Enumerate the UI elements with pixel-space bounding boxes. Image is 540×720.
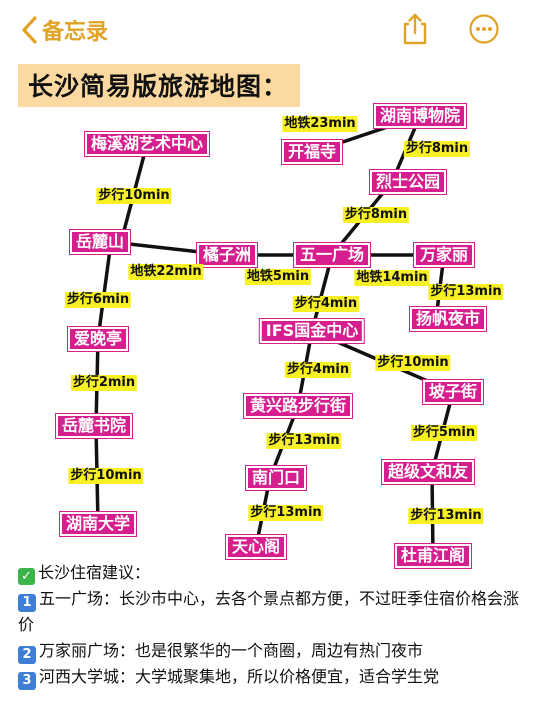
notes-heading-row: ✓长沙住宿建议： [18,560,530,586]
route-time-label: 步行4min [292,296,360,312]
back-label: 备忘录 [42,20,109,45]
station-aiwanting: 爱晚亭 [67,327,129,351]
route-time-label: 步行13min [408,508,484,524]
route-time-label: 步行5min [410,425,478,441]
number-badge-icon: 3 [18,672,36,690]
station-pozijie: 坡子街 [422,380,484,404]
station-kaifu: 开福寺 [281,140,343,164]
more-icon [469,14,499,44]
station-meixi: 梅溪湖艺术中心 [84,132,210,156]
route-time-label: 步行2min [70,375,138,391]
back-button[interactable]: 备忘录 [20,14,108,46]
note-text: 万家丽广场：也是很繁华的一个商圈，周边有热门夜市 [39,641,424,660]
note-text: 河西大学城：大学城聚集地，所以价格便宜，适合学生党 [39,667,440,686]
route-time-label: 步行13min [266,433,342,449]
route-time-label: 地铁14min [354,270,430,286]
route-time-label: 步行8min [403,141,471,157]
route-time-label: 步行8min [342,207,410,223]
route-time-label: 步行10min [96,188,172,204]
route-time-label: 步行10min [68,468,144,484]
notes-heading: 长沙住宿建议： [38,563,151,582]
route-time-label: 步行13min [428,284,504,300]
more-button[interactable] [468,13,500,49]
top-bar: 备忘录 [0,0,540,58]
station-yangfan: 扬帆夜市 [409,307,487,331]
route-map: 梅溪湖艺术中心 岳麓山 爱晚亭 岳麓书院 湖南大学 橘子洲 五一广场 万家丽 扬… [0,104,540,568]
route-time-label: 地铁22min [128,264,204,280]
route-time-label: 地铁23min [282,116,358,132]
route-time-label: 步行13min [248,505,324,521]
station-huangxing: 黄兴路步行街 [243,394,353,418]
page-title: 长沙简易版旅游地图： [18,64,301,107]
station-nanmenkou: 南门口 [245,466,307,490]
station-ifs: IFS国金中心 [259,319,365,343]
station-yuelushan: 岳麓山 [69,230,131,254]
note-text: 五一广场：长沙市中心，去各个景点都方便，不过旺季住宿价格会涨价 [18,589,520,634]
share-icon [403,13,427,45]
number-badge-icon: 1 [18,594,36,612]
station-hnu: 湖南大学 [59,512,137,536]
station-tianxinge: 天心阁 [225,535,287,559]
station-juzizhou: 橘子洲 [196,243,258,267]
station-wanjiali: 万家丽 [413,243,475,267]
route-time-label: 步行10min [375,355,451,371]
station-chaoji: 超级文和友 [381,460,475,484]
station-wuyi: 五一广场 [293,243,371,267]
route-time-label: 地铁5min [244,269,312,285]
station-dufu: 杜甫江阁 [394,544,472,568]
station-museum: 湖南博物院 [373,104,467,128]
route-time-label: 步行4min [284,362,352,378]
check-icon: ✓ [18,568,35,585]
route-time-label: 步行6min [64,292,132,308]
station-yuelu-academy: 岳麓书院 [55,414,133,438]
number-badge-icon: 2 [18,646,36,664]
station-lieshi: 烈士公园 [369,170,447,194]
share-button[interactable] [400,12,430,50]
chevron-left-icon [22,16,37,44]
